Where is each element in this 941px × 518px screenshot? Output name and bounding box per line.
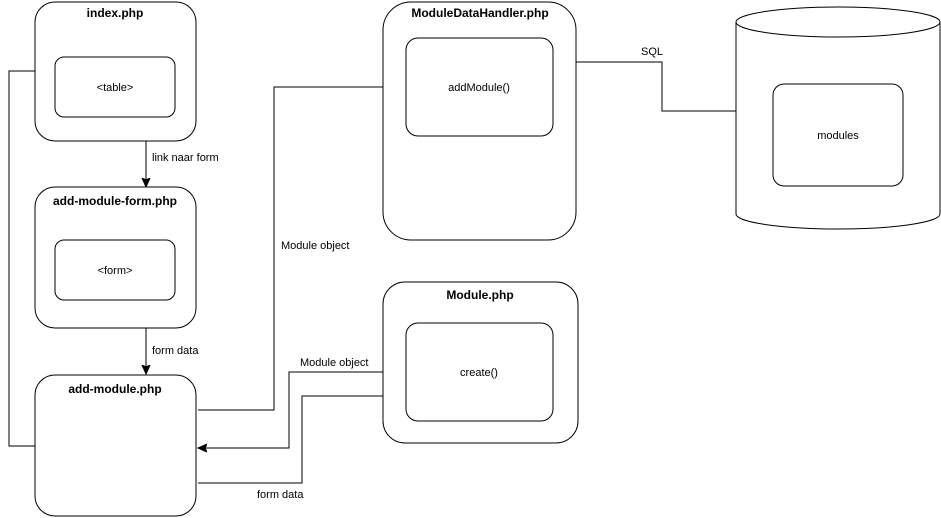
node-index-php: index.php <table>: [34, 1, 197, 142]
node-add-module-php-box: [34, 374, 197, 517]
node-add-module-php-title: add-module.php: [68, 382, 161, 396]
edge-add-module-to-handler: [198, 87, 405, 411]
edge-label-handler-to-database: SQL: [641, 46, 663, 58]
node-add-module-form-php: add-module-form.php <form>: [34, 186, 197, 329]
add-module-method-label: addModule(): [448, 82, 510, 94]
node-module-data-handler-php: ModuleDataHandler.php addModule(): [382, 1, 577, 241]
node-index-php-title: index.php: [87, 6, 144, 20]
edge-handler-to-database: [553, 61, 772, 111]
edge-label-index-to-form: link naar form: [152, 152, 219, 164]
edge-label-add-module-to-handler: Module object: [281, 240, 350, 252]
node-module-php: Module.php create(): [382, 281, 579, 444]
form-element-box: [54, 239, 176, 301]
table-element-label: <table>: [97, 82, 134, 94]
edge-label-form-to-add-module: form data: [152, 345, 199, 357]
create-method-box: [405, 322, 554, 422]
edge-add-module-to-index: [8, 71, 53, 447]
database-cylinder-top: [735, 6, 941, 38]
node-module-php-title: Module.php: [446, 288, 513, 302]
node-add-module-form-php-title: add-module-form.php: [53, 194, 177, 208]
add-module-method-box: [405, 37, 554, 137]
edge-module-to-add-module: [198, 371, 405, 448]
create-method-label: create(): [460, 367, 498, 379]
edge-label-module-to-add-module: Module object: [300, 357, 369, 369]
node-module-data-handler-php-title: ModuleDataHandler.php: [411, 6, 548, 20]
edge-label-add-module-to-module: form data: [257, 489, 304, 501]
modules-table-label: modules: [817, 130, 859, 142]
modules-table-box: [772, 83, 904, 187]
node-add-module-php: add-module.php: [34, 374, 197, 517]
edge-add-module-to-module: [198, 396, 405, 484]
form-element-label: <form>: [98, 265, 133, 277]
node-database: modules: [735, 6, 941, 230]
table-element-box: [54, 56, 176, 118]
